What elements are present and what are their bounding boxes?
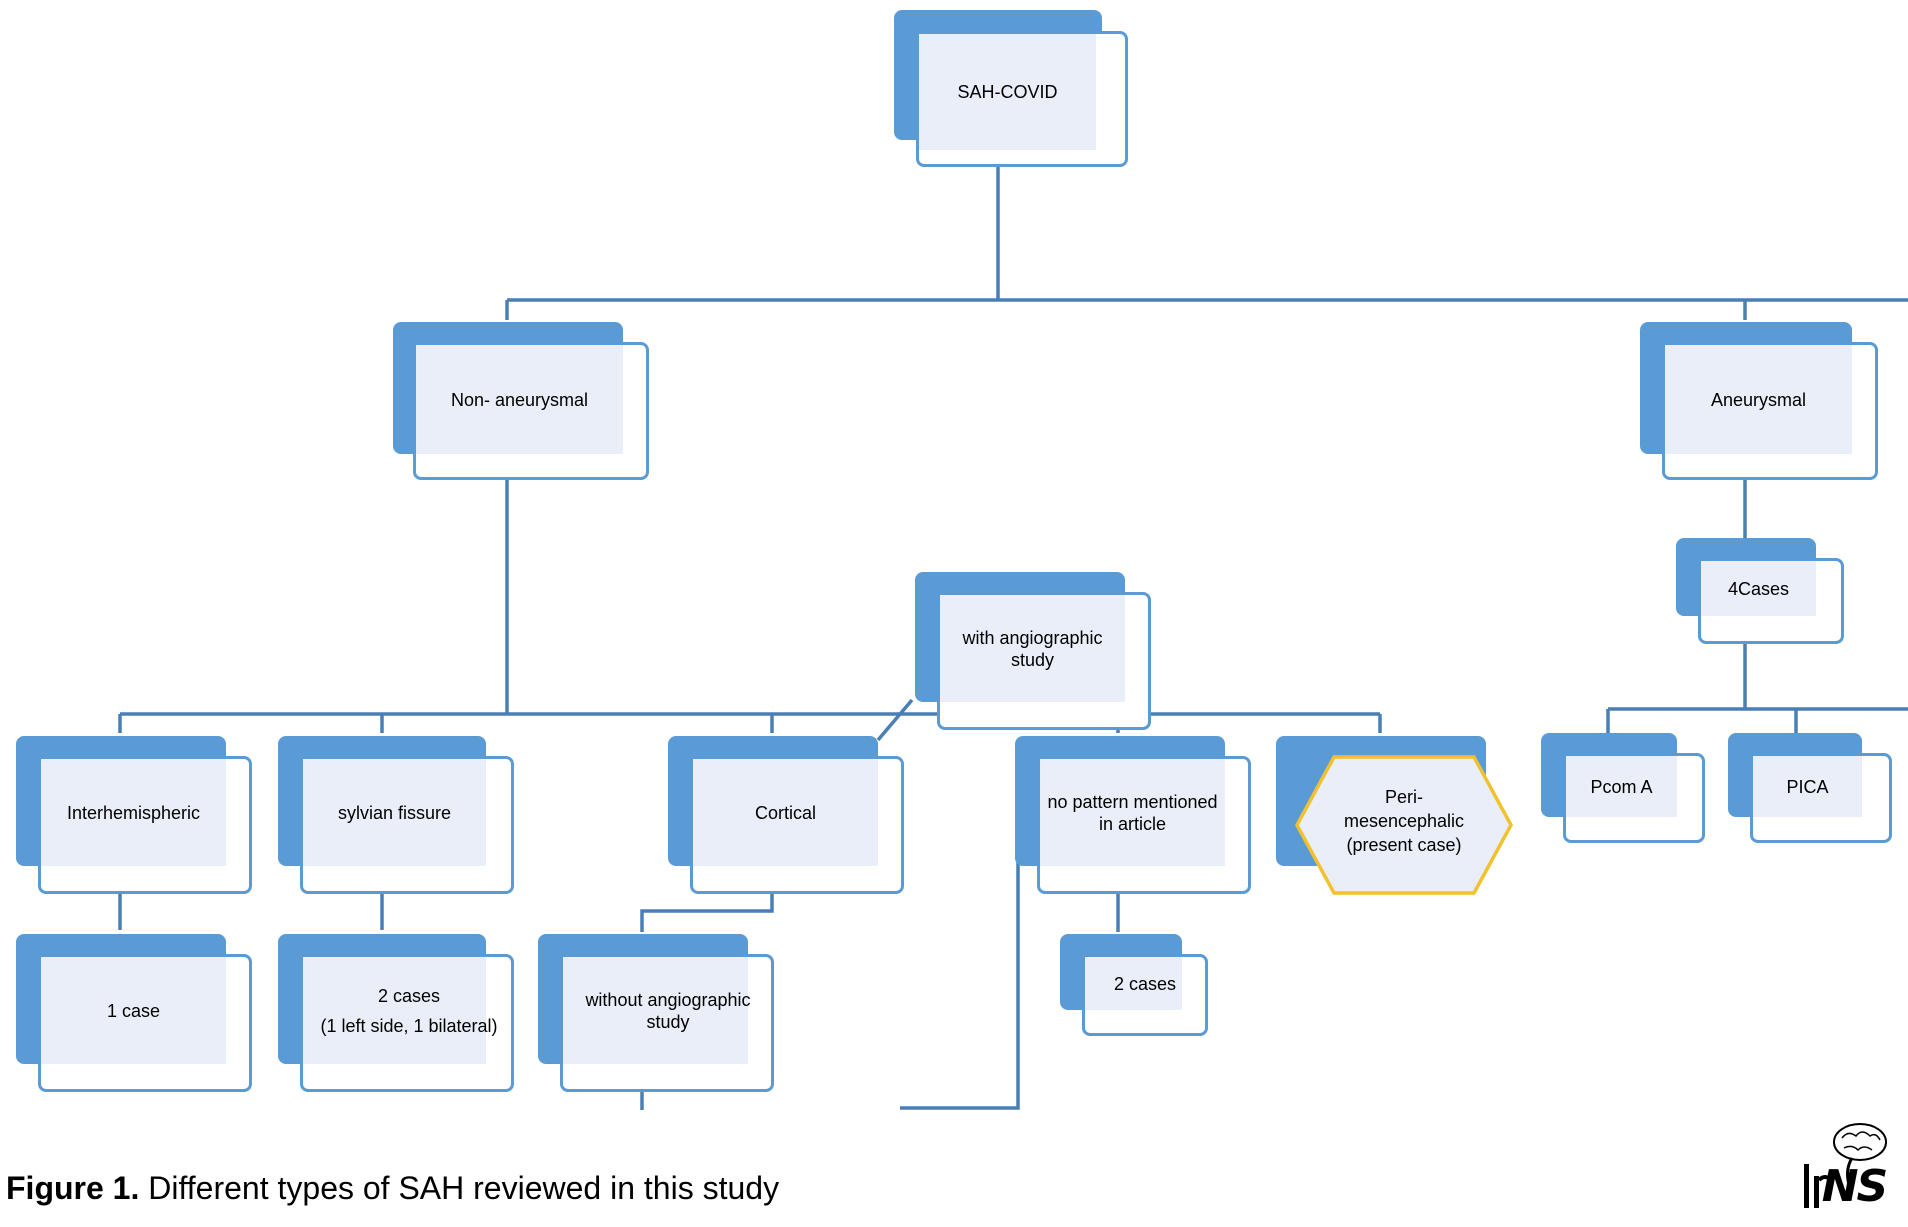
- node-label: Aneurysmal: [1710, 389, 1807, 410]
- node-label: no pattern mentioned in article: [1047, 791, 1218, 834]
- node-label: Cortical: [754, 802, 816, 823]
- node-label: Non- aneurysmal: [450, 389, 589, 410]
- node-label: with angiographic study: [962, 627, 1103, 670]
- brain-spine-logo-icon: [1804, 1123, 1887, 1208]
- node-label: Peri- mesencephalic (present case): [1343, 787, 1465, 855]
- logo-text: NS: [1821, 1161, 1889, 1212]
- node-label: without angiographic study: [585, 989, 751, 1032]
- connector-no-pattern-left: [900, 842, 1020, 1110]
- node-label: SAH-COVID: [957, 82, 1058, 102]
- node-label: PICA: [1786, 776, 1829, 797]
- connector-with-angio-diagonal: [876, 698, 914, 742]
- connector-cortical-down: [640, 892, 774, 932]
- journal-logo: NS: [1800, 1120, 1908, 1212]
- node-label: 4Cases: [1727, 578, 1790, 599]
- figure-caption: Figure 1. Different types of SAH reviewe…: [6, 1170, 779, 1207]
- node-label: 2 cases (1 left side, 1 bilateral): [320, 985, 498, 1036]
- node-label: Interhemispheric: [66, 802, 201, 823]
- node-label: sylvian fissure: [337, 802, 452, 823]
- node-label: Pcom A: [1590, 776, 1653, 797]
- node-label: 1 case: [106, 1000, 161, 1021]
- hexagon-highlight-shape: [1295, 755, 1513, 895]
- node-label: 2 cases: [1113, 973, 1177, 994]
- caption-prefix: Figure 1.: [6, 1170, 140, 1206]
- caption-text: Different types of SAH reviewed in this …: [139, 1170, 780, 1206]
